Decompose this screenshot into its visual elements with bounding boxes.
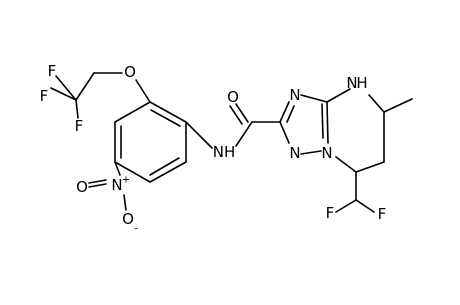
bond-nitro-o-left-b [88, 179, 107, 184]
atom-f-bottom-left: F [75, 117, 84, 135]
bond-methyl [383, 98, 413, 113]
atom-f-left: F [40, 87, 49, 105]
bond-tz-4 [300, 150, 322, 155]
atom-triazole-n-bottom-left: N [289, 144, 300, 162]
atom-chf2-f-left: F [326, 204, 335, 222]
atom-label-layer: F F F O NH O N + O O - N N N H N F F [40, 62, 387, 235]
bond-tz-5 [279, 121, 290, 144]
bond-o-ring [135, 79, 151, 103]
atom-nitro-o-bottom-charge: - [134, 224, 138, 235]
bond-cf3-f-bottom [75, 99, 79, 119]
bond-ring-nh [185, 121, 213, 149]
bond-chf2-f-left [335, 199, 357, 213]
bond-pyr-1 [326, 88, 351, 103]
atom-ring-nh-h: H [356, 74, 367, 92]
bond-ring-a6 [114, 101, 151, 123]
bond-tz-3-inner [321, 103, 324, 139]
bond-ring-a4 [114, 161, 151, 183]
atom-chf2-f-right: F [378, 205, 387, 223]
bond-pyr-2 [368, 94, 385, 113]
bond-tz-3 [326, 101, 329, 144]
atom-ether-oxygen: O [124, 63, 136, 81]
atom-nitro-n: N [111, 176, 122, 194]
atom-triazole-n-bridge: N [321, 144, 332, 162]
bond-cf3-ch2 [75, 72, 95, 101]
bond-tz-1-inner [286, 105, 295, 123]
atom-triazole-n-top: N [289, 86, 300, 104]
bond-ring-a3 [149, 161, 187, 183]
bond-ring-inner-2 [149, 157, 180, 176]
atom-nitro-o-left: O [76, 178, 88, 196]
bond-chf2-f-right [355, 199, 375, 213]
bond-carbonyl-o-b [229, 105, 243, 125]
atom-nitro-o-bottom: O [122, 210, 134, 228]
bond-layer [50, 72, 413, 213]
bond-cf3-f-top [55, 75, 77, 101]
bond-cf3-f-left [50, 87, 77, 101]
atom-ring-nh-n: N [346, 74, 357, 92]
bond-nitro-o-bottom [123, 194, 127, 211]
bond-nh-carbonyl [235, 121, 253, 147]
bond-nitro-o-left-a [88, 183, 107, 188]
atom-nitro-n-charge: + [122, 175, 130, 186]
bond-pyr-4 [355, 161, 385, 173]
bond-carbonyl-o-a [235, 103, 249, 123]
bond-ring-nitro [114, 161, 121, 176]
atom-f-top-left: F [48, 62, 57, 80]
bond-pyr-5 [335, 156, 357, 173]
bond-tz-1 [279, 101, 290, 123]
bond-ring-inner-1 [150, 109, 181, 127]
atom-amide-nh: NH [213, 143, 236, 161]
bond-tz-2 [300, 94, 328, 103]
bond-ring-a1 [149, 101, 187, 123]
atom-carbonyl-oxygen: O [227, 88, 239, 106]
